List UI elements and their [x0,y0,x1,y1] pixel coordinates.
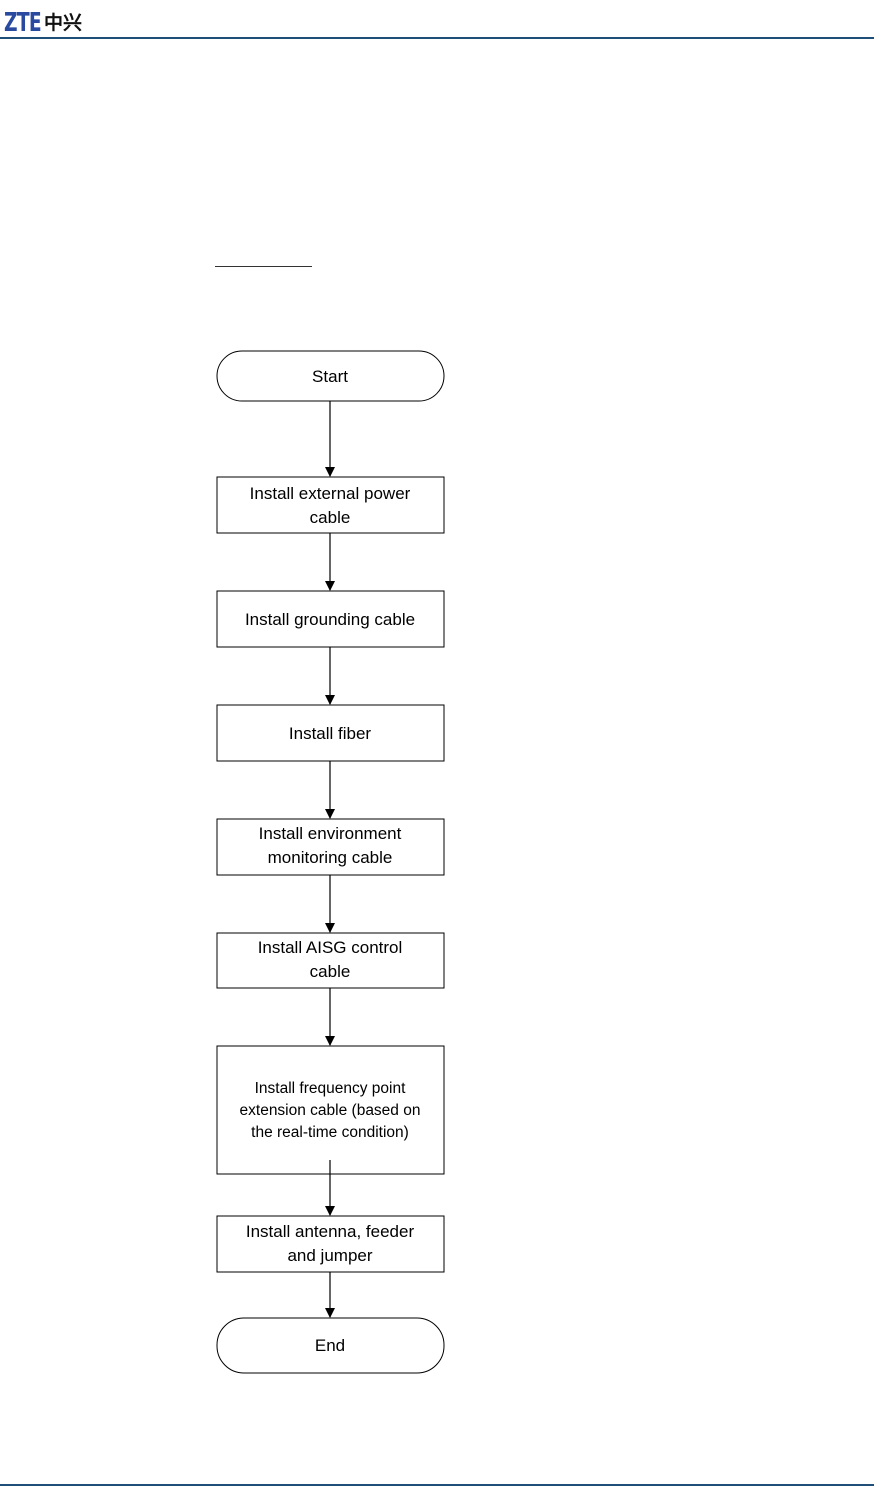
step-6-line-1: Install frequency point [255,1080,406,1097]
step-4-line-2: monitoring cable [268,848,393,867]
step-4-line-1: Install environment [259,824,402,843]
step-6-line-3: the real-time condition) [251,1124,409,1141]
step-3-line-1: Install fiber [289,724,372,743]
step-5-line-2: cable [310,962,351,981]
step-1-line-2: cable [310,508,351,527]
step-7-line-2: and jumper [287,1246,372,1265]
step-1-line-1: Install external power [250,484,411,503]
step-5-line-1: Install AISG control [258,938,403,957]
step-2-line-1: Install grounding cable [245,610,415,629]
step-6-line-2: extension cable (based on [240,1102,421,1119]
start-label: Start [312,367,348,386]
end-label: End [315,1336,345,1355]
footer-rule [0,1484,874,1486]
step-7-line-1: Install antenna, feeder [246,1222,415,1241]
